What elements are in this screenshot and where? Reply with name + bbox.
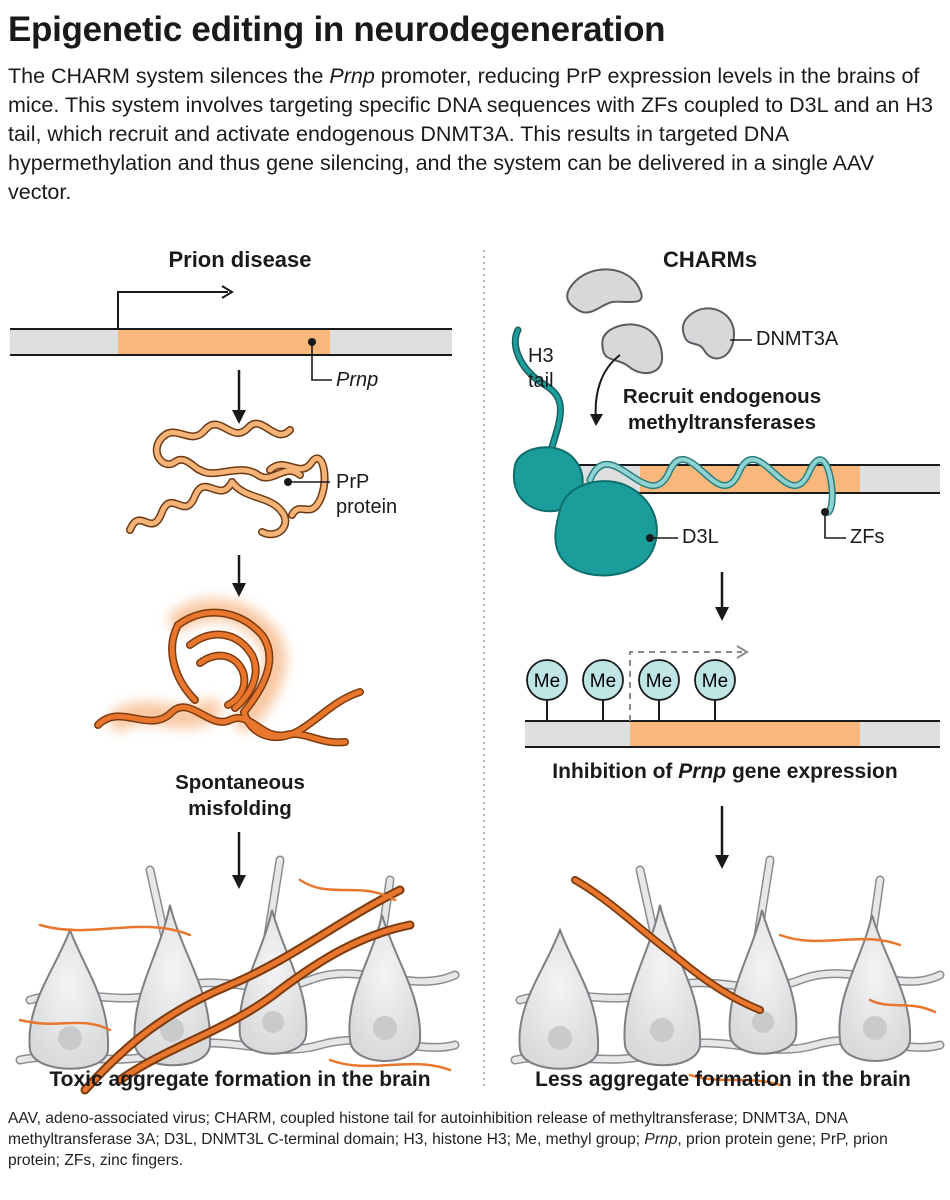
footnote-gene: Prnp (644, 1131, 678, 1148)
right-arrow-2 (715, 806, 729, 869)
footnote: AAV, adeno-associated virus; CHARM, coup… (8, 1108, 943, 1171)
transcription-start-arrow (117, 291, 228, 329)
dnmt3a-label: DNMT3A (756, 328, 839, 350)
methylated-dna-strand (525, 720, 940, 748)
transcription-arrow-head (221, 285, 234, 299)
right-caption: Less aggregate formation in the brain (535, 1068, 911, 1091)
h3-tail-label: H3 tail (528, 344, 554, 394)
d3l-domain (512, 446, 658, 577)
methyl-label-2: Me (590, 671, 616, 692)
left-dna-strand (10, 328, 452, 356)
misfolding-label-line-2: misfolding (188, 797, 292, 820)
methyl-group-3: Me (638, 659, 680, 721)
left-neuron-network (15, 855, 460, 1095)
methyl-label-1: Me (534, 671, 560, 692)
blocked-transcription-arrow (629, 651, 742, 721)
methyl-label-4: Me (702, 671, 728, 692)
intro-gene: Prnp (329, 64, 375, 88)
footnote-text-1: AAV, adeno-associated virus; CHARM, coup… (8, 1110, 848, 1148)
left-arrow-3 (232, 832, 246, 889)
zf-label: ZFs (850, 526, 885, 548)
h3-tail-label-line-1: H3 (528, 345, 554, 367)
inhibition-text-2: gene expression (726, 760, 898, 783)
left-arrow-1 (232, 370, 246, 424)
inhibition-label: Inhibition of Prnp gene expression (500, 760, 950, 784)
intro-text-1: The CHARM system silences the (8, 64, 330, 88)
footnote-text-2: , prion protein gene; PrP, prion protein… (8, 1131, 888, 1169)
blocked-arrow-head (736, 645, 749, 659)
inhibition-text-1: Inhibition of (552, 760, 679, 783)
left-caption: Toxic aggregate formation in the brain (49, 1068, 431, 1091)
inhibition-gene: Prnp (678, 760, 727, 783)
recruit-arrow (594, 354, 621, 421)
zf-pointer-line (824, 512, 846, 539)
recruit-arrow-head (590, 414, 603, 426)
methyl-groups: Me Me Me Me (526, 659, 736, 721)
misfolding-label: Spontaneous misfolding (140, 770, 340, 822)
h3-tail (511, 326, 564, 464)
right-dna-strand-top (572, 464, 940, 494)
intro-text-2: promoter, reducing PrP expression levels… (8, 64, 933, 204)
misfolded-protein-structure (94, 598, 364, 747)
left-panel-title: Prion disease (168, 247, 312, 272)
prnp-pointer-line (311, 342, 332, 381)
methyl-group-4: Me (694, 659, 736, 721)
right-neuron-network (510, 855, 945, 1087)
methyl-label-3: Me (646, 671, 672, 692)
methyl-group-1: Me (526, 659, 568, 721)
left-arrow-2 (232, 555, 246, 597)
prnp-label: Prnp (336, 369, 379, 391)
h3-tail-label-line-2: tail (528, 370, 554, 392)
prp-label: PrP protein (336, 470, 397, 520)
prp-label-line-2: protein (336, 496, 398, 518)
right-arrow-1 (715, 572, 729, 621)
prp-label-line-1: PrP (336, 471, 370, 493)
dnmt3a-enzymes (566, 268, 736, 375)
methyl-group-2: Me (582, 659, 624, 721)
figure-title: Epigenetic editing in neurodegeneration (8, 10, 666, 49)
prp-protein-structure (126, 419, 329, 539)
zinc-finger-helix (586, 456, 836, 516)
recruit-label: Recruit endogenous methyltransferases (598, 384, 846, 436)
recruit-label-line-1: Recruit endogenous (622, 385, 822, 408)
recruit-label-line-2: methyltransferases (627, 411, 816, 434)
misfolding-label-line-1: Spontaneous (175, 771, 305, 794)
d3l-label: D3L (682, 526, 719, 548)
right-panel-title: CHARMs (662, 247, 758, 272)
intro-paragraph: The CHARM system silences the Prnp promo… (8, 62, 938, 207)
